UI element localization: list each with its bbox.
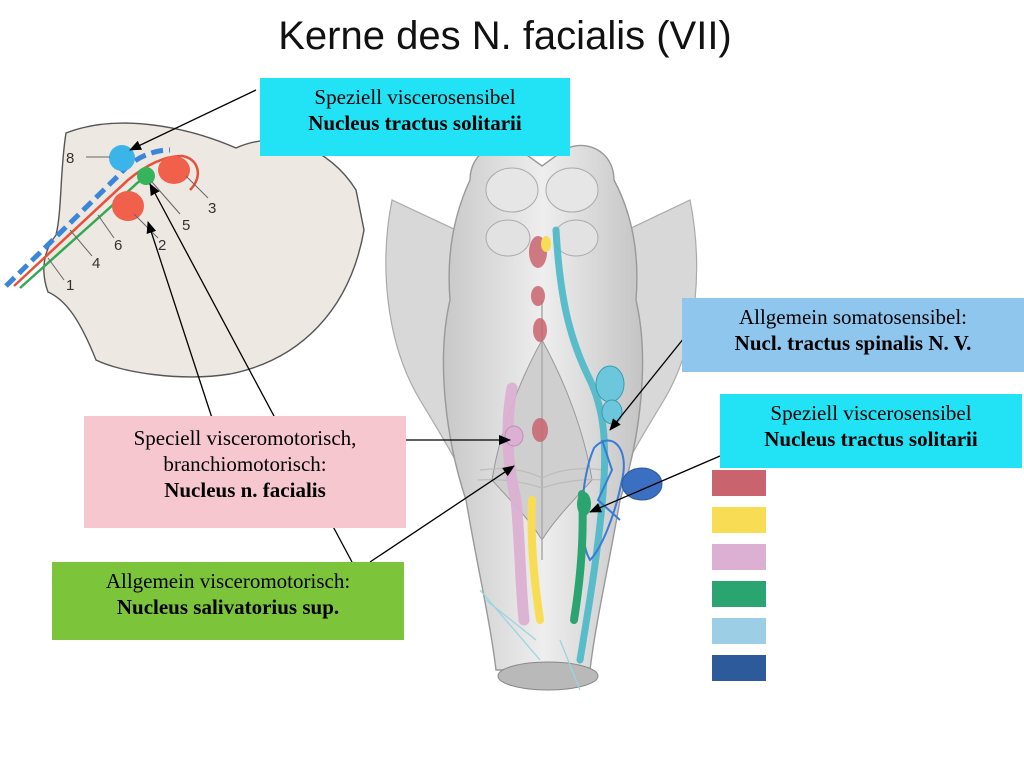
- label-top-solitarii-line2: Nucleus tractus solitarii: [308, 111, 522, 135]
- label-top-solitarii-line1: Speziell viscerosensibel: [314, 85, 516, 109]
- arrow-right-solitarii: [589, 455, 721, 513]
- label-somatosensibel-line2: Nucl. tractus spinalis N. V.: [734, 331, 972, 355]
- label-visceromotorisch-line1: Speciell visceromotorisch,: [133, 426, 357, 450]
- label-visceromotorisch-line2: branchiomotorisch:: [163, 452, 327, 476]
- inset-nucleus-8: [109, 145, 135, 171]
- brainstem-illustration: [385, 144, 698, 691]
- legend-swatch-yellow: [712, 507, 766, 533]
- legend-swatch-red: [712, 470, 766, 496]
- inset-number-8: 8: [66, 150, 74, 167]
- label-visceromotorisch: Speciell visceromotorisch, branchiomotor…: [84, 416, 406, 528]
- label-somatosensibel-line1: Allgemein somatosensibel:: [738, 305, 968, 329]
- legend-swatch-green: [712, 581, 766, 607]
- label-visceromotorisch-line3: Nucleus n. facialis: [164, 478, 326, 502]
- inset-tract-blue: [4, 147, 171, 288]
- inset-number-5: 5: [182, 217, 190, 234]
- arrow-somatosensibel: [609, 337, 685, 431]
- inset-outline: [43, 122, 365, 378]
- label-salivatorius-line2: Nucleus salivatorius sup.: [116, 595, 340, 619]
- inset-number-4: 4: [92, 255, 100, 272]
- inset-nucleus-3: [158, 156, 190, 184]
- label-right-solitarii-line1: Speziell viscerosensibel: [770, 401, 972, 425]
- arrow-top-solitarii: [129, 89, 257, 151]
- legend-swatch-lightblue: [712, 618, 766, 644]
- inset-nucleus-5: [137, 167, 155, 185]
- arrow-salivatorius-brainstem: [369, 465, 515, 563]
- inset-tract-red: [13, 154, 200, 287]
- label-salivatorius: Allgemein visceromotorisch: Nucleus sali…: [52, 562, 404, 640]
- inset-nucleus-2: [112, 191, 144, 221]
- label-top-solitarii: Speziell viscerosensibel Nucleus tractus…: [260, 78, 570, 156]
- label-salivatorius-line1: Allgemein visceromotorisch:: [105, 569, 351, 593]
- label-right-solitarii: Speziell viscerosensibel Nucleus tractus…: [720, 394, 1022, 468]
- arrow-visceromotorisch-inset: [146, 221, 213, 419]
- inset-number-6: 6: [114, 237, 122, 254]
- inset-number-3: 3: [208, 200, 216, 217]
- inset-number-2: 2: [158, 237, 166, 254]
- slide-title: Kerne des N. facialis (VII): [278, 14, 732, 58]
- legend-swatch-violet: [712, 544, 766, 570]
- inset-number-1: 1: [66, 277, 74, 294]
- inset-cross-section: 8 3 5 2 6 4 1: [4, 122, 365, 378]
- legend-swatch-darkblue: [712, 655, 766, 681]
- label-right-solitarii-line2: Nucleus tractus solitarii: [764, 427, 978, 451]
- label-somatosensibel: Allgemein somatosensibel: Nucl. tractus …: [682, 298, 1024, 372]
